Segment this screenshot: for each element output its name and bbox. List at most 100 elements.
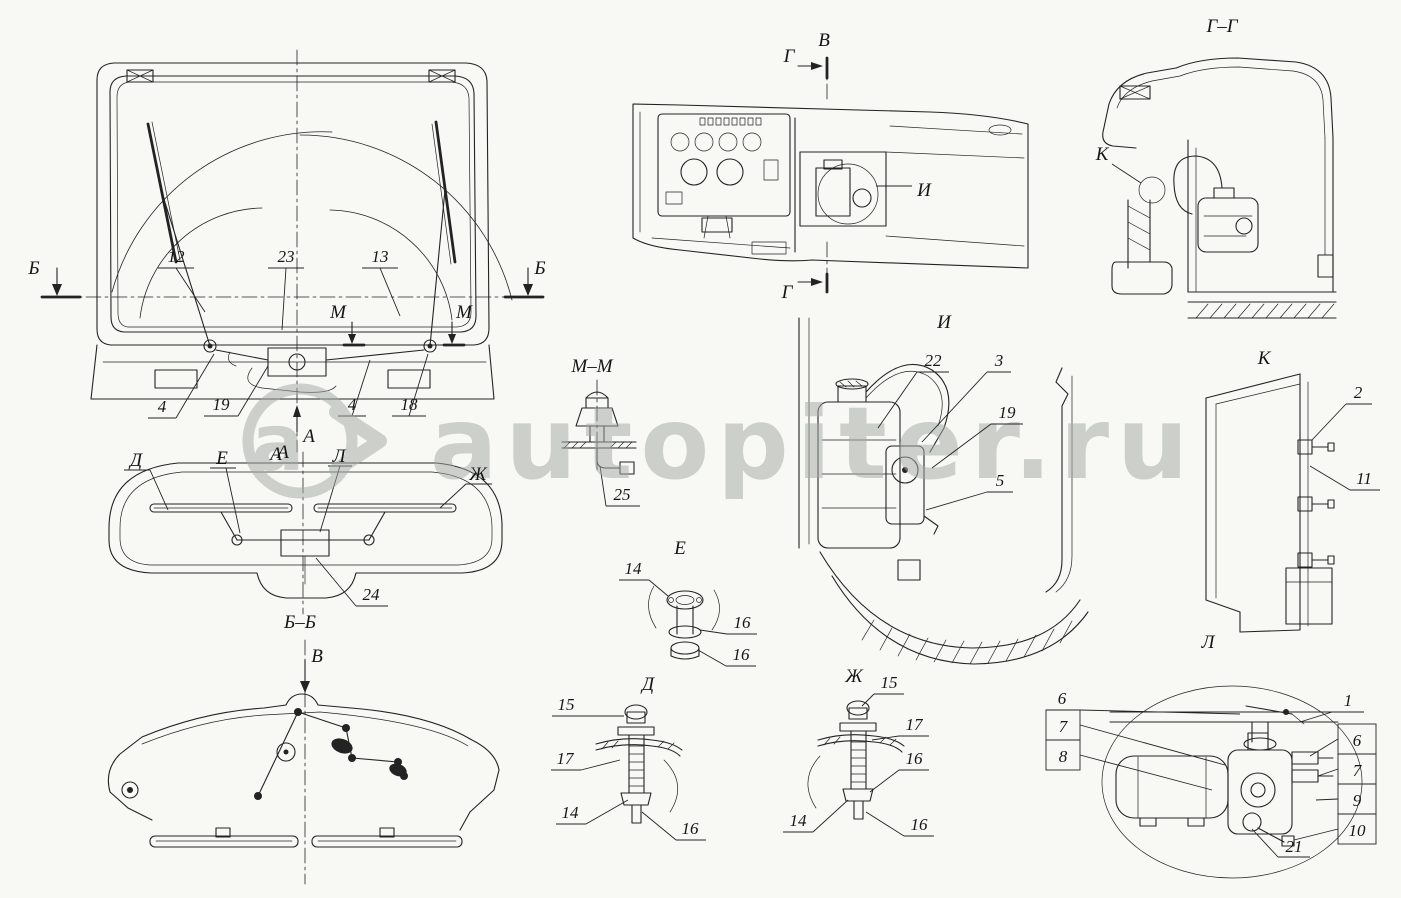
section-title-bb: Б–Б bbox=[283, 612, 316, 633]
callout-19: 19 bbox=[213, 395, 231, 414]
view-a-arrow bbox=[293, 405, 301, 433]
view-title-v: В bbox=[818, 30, 830, 51]
callout-16-zh-right: 16 bbox=[906, 749, 924, 768]
callout-15-zh: 15 bbox=[881, 673, 898, 692]
callout-6-right: 6 bbox=[1353, 731, 1362, 750]
washer-hose bbox=[1173, 155, 1223, 215]
detail-ref-l: Л bbox=[332, 446, 347, 467]
section-g-cut-marks bbox=[797, 56, 829, 294]
callout-2: 2 bbox=[1354, 383, 1363, 402]
detail-title-l: Л bbox=[1201, 632, 1216, 653]
detail-k-view bbox=[1205, 373, 1335, 633]
watermark: a autopiter.ru bbox=[242, 383, 1196, 502]
wiper-motor-body bbox=[1115, 755, 1229, 819]
detail-e-view bbox=[619, 579, 757, 667]
callout-16-e-bottom: 16 bbox=[733, 645, 751, 664]
section-label-b-left: Б bbox=[27, 258, 39, 279]
leader-22 bbox=[877, 371, 949, 429]
callout-5: 5 bbox=[996, 471, 1005, 490]
view-arrow-label-v: В bbox=[311, 646, 323, 667]
view-title-a: А bbox=[268, 444, 282, 465]
detail-title-i: И bbox=[936, 312, 952, 333]
callout-13: 13 bbox=[372, 247, 389, 266]
detail-zh-leaders bbox=[783, 693, 934, 837]
section-gg-view bbox=[1102, 57, 1337, 319]
roof-view-a bbox=[108, 451, 503, 615]
callout-25: 25 bbox=[614, 485, 631, 504]
detail-l-leaders bbox=[1045, 709, 1377, 858]
watermark-logo-ring bbox=[242, 383, 358, 499]
front-view-leaders bbox=[148, 267, 429, 419]
section-label-m-left: М bbox=[329, 302, 347, 323]
view-arrow-label-a2: А bbox=[301, 426, 315, 447]
detail-i-reference-circle bbox=[817, 163, 879, 225]
detail-ref-d: Д bbox=[128, 450, 143, 471]
callout-4-left: 4 bbox=[158, 397, 167, 416]
callout-23: 23 bbox=[278, 247, 295, 266]
leader-11 bbox=[1309, 465, 1380, 491]
callout-6-left: 6 bbox=[1058, 689, 1067, 708]
gearbox-housing bbox=[1227, 749, 1293, 835]
instrument-cluster bbox=[657, 113, 791, 217]
callout-10: 10 bbox=[1349, 821, 1367, 840]
detail-k-reference-circle bbox=[1138, 176, 1166, 204]
section-title-gg: Г–Г bbox=[1205, 16, 1238, 37]
leader-2 bbox=[1311, 403, 1372, 441]
section-label-b-right: Б bbox=[533, 258, 545, 279]
detail-zh-view bbox=[783, 693, 934, 837]
leader-3 bbox=[921, 371, 1011, 443]
section-b-cut-marks bbox=[40, 267, 545, 299]
callout-16-d: 16 bbox=[682, 819, 700, 838]
section-mm-detail bbox=[561, 379, 640, 507]
callout-16-zh-bottom: 16 bbox=[911, 815, 929, 834]
watermark-brand: autopiter.ru bbox=[430, 385, 1196, 502]
front-cab-view bbox=[40, 49, 545, 453]
callout-3: 3 bbox=[994, 351, 1004, 370]
detail-ref-zh: Ж bbox=[468, 464, 488, 485]
parked-wiper-blade-right bbox=[311, 835, 463, 848]
left-wiper-arm bbox=[146, 121, 217, 353]
washer-unit-bay bbox=[799, 151, 887, 227]
callout-11: 11 bbox=[1356, 469, 1372, 488]
section-label-g-bottom: Г bbox=[781, 282, 794, 303]
parked-wiper-blade-left bbox=[149, 835, 299, 848]
detail-d-leaders bbox=[551, 715, 706, 841]
callout-17-zh: 17 bbox=[906, 715, 925, 734]
callout-17-d: 17 bbox=[557, 749, 576, 768]
detail-ref-i: И bbox=[916, 180, 932, 201]
detail-e-leaders bbox=[619, 579, 757, 667]
leader-5 bbox=[925, 491, 1013, 511]
watermark-logo-letter: a bbox=[252, 399, 305, 489]
detail-title-k: К bbox=[1257, 348, 1272, 369]
callout-7-right: 7 bbox=[1353, 761, 1363, 780]
callout-8: 8 bbox=[1059, 747, 1068, 766]
section-bb-view bbox=[107, 639, 500, 885]
detail-i-view bbox=[798, 317, 1089, 665]
detail-ref-k: К bbox=[1095, 144, 1110, 165]
detail-ref-e: Е bbox=[215, 448, 228, 469]
detail-d-view bbox=[551, 704, 706, 841]
view-v-arrow bbox=[300, 659, 310, 693]
arc-hatching bbox=[861, 619, 1073, 665]
dashboard-view bbox=[632, 56, 1029, 294]
callout-14-e: 14 bbox=[625, 559, 643, 578]
callout-4-right: 4 bbox=[348, 395, 357, 414]
section-label-g-top: Г bbox=[783, 46, 796, 67]
wiper-linkage bbox=[215, 347, 425, 393]
callout-1: 1 bbox=[1344, 691, 1353, 710]
detail-l-view bbox=[1045, 685, 1377, 879]
washer-reservoir-side bbox=[1197, 197, 1259, 253]
callout-14-zh: 14 bbox=[790, 811, 808, 830]
washer-pump bbox=[885, 445, 925, 525]
callout-9: 9 bbox=[1353, 791, 1362, 810]
callout-24: 24 bbox=[363, 585, 381, 604]
labels-layer: Б Б 12 23 13 М М 4 19 4 18 А А В Г Г И Г… bbox=[27, 16, 1380, 856]
callout-12: 12 bbox=[168, 247, 186, 266]
callout-22: 22 bbox=[925, 351, 943, 370]
clip-fasteners bbox=[1297, 439, 1335, 568]
callout-21: 21 bbox=[1286, 837, 1303, 856]
section-title-mm: М–М bbox=[570, 356, 613, 377]
right-wiper-arm bbox=[423, 120, 457, 353]
